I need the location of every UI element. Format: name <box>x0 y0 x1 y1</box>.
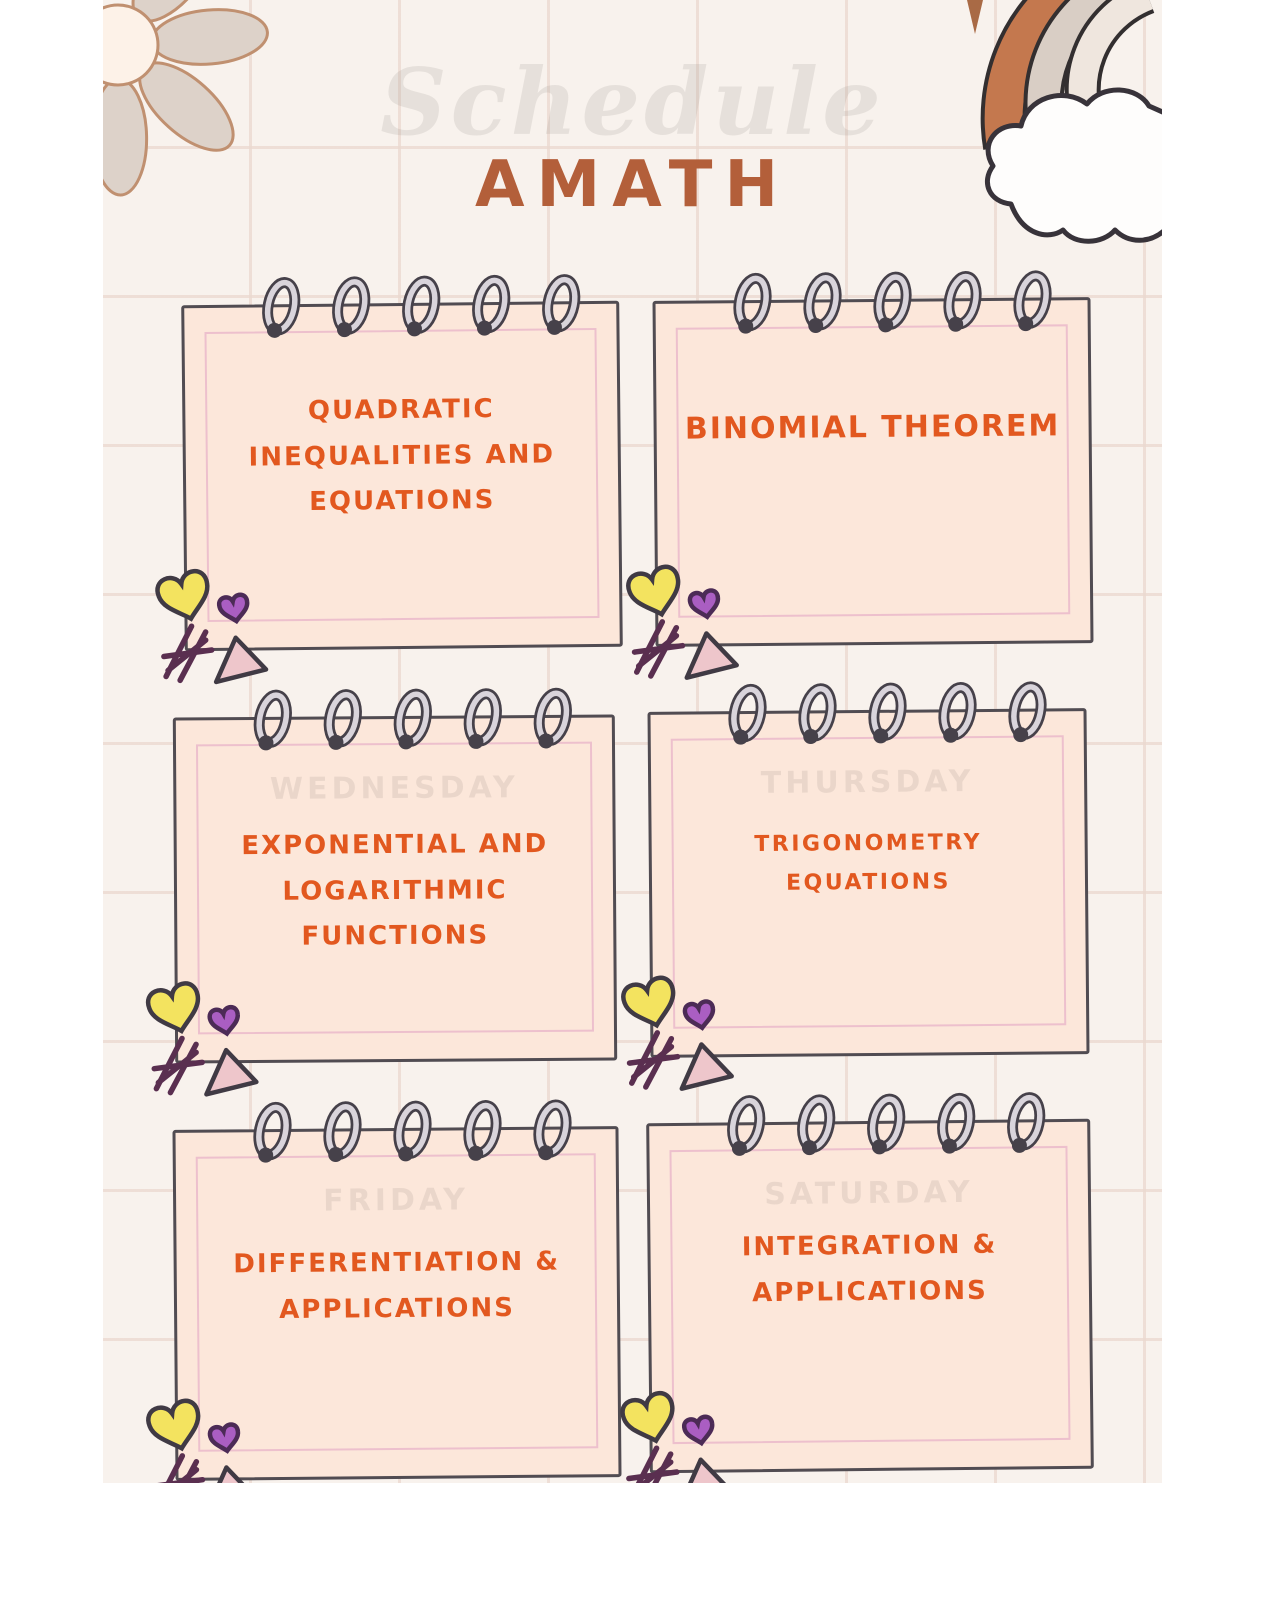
asterisk-doodle-icon <box>631 619 686 679</box>
cursor-triangle-icon <box>204 1465 259 1483</box>
topic-card: WEDNESDAY EXPONENTIAL AND LOGARITHMIC FU… <box>145 687 618 1097</box>
card-ghost-day: WEDNESDAY <box>269 770 519 807</box>
spiral-ring-icon <box>323 1101 362 1163</box>
page-title: AMATH <box>475 148 790 222</box>
spiral-ring-icon <box>463 1100 502 1161</box>
spiral-ring-icon <box>867 1093 906 1155</box>
yellow-heart-icon <box>626 564 681 618</box>
topic-card: BINOMIAL THEOREM <box>626 270 1094 680</box>
spiral-ring-icon <box>542 274 581 335</box>
spiral-ring-icon <box>402 275 441 337</box>
card-topic-label: INTEGRATION & APPLICATIONS <box>741 1229 998 1308</box>
spiral-ring-icon <box>253 1101 292 1163</box>
card-ghost-day: FRIDAY <box>323 1182 470 1219</box>
spiral-ring-icon <box>332 276 371 338</box>
yellow-heart-icon <box>155 568 210 622</box>
asterisk-doodle-icon <box>161 623 215 684</box>
spiral-ring-icon <box>533 1099 572 1161</box>
purple-heart-icon <box>681 1414 715 1447</box>
spiral-ring-icon <box>1013 270 1052 332</box>
card-topic-label: DIFFERENTIATION & APPLICATIONS <box>233 1246 561 1325</box>
card-topic-label: QUADRATIC INEQUALITIES AND EQUATIONS <box>248 394 556 517</box>
rainbow-icon <box>980 0 1162 244</box>
spiral-ring-icon <box>873 271 912 333</box>
flower-icon <box>103 0 269 197</box>
spiral-ring-icon <box>1008 681 1047 743</box>
spiral-ring-icon <box>937 1092 976 1154</box>
spiral-ring-icon <box>393 688 432 750</box>
card-ghost-day: SATURDAY <box>764 1174 974 1213</box>
asterisk-doodle-icon <box>151 1453 206 1483</box>
yellow-heart-icon <box>621 975 676 1029</box>
card-ghost-day <box>209 356 593 360</box>
corner-doodles <box>155 568 269 685</box>
card-topic-label: BINOMIAL THEOREM <box>684 408 1061 447</box>
purple-heart-icon <box>207 1422 241 1454</box>
spiral-ring-icon <box>253 689 292 751</box>
spiral-ring-icon <box>938 682 977 743</box>
card-ghost-day <box>680 352 1064 355</box>
corner-doodles <box>145 981 259 1097</box>
spiral-ring-icon <box>323 689 362 750</box>
yellow-heart-icon <box>620 1391 675 1444</box>
card-topic-label: TRIGONOMETRY EQUATIONS <box>754 830 983 896</box>
asterisk-doodle-icon <box>626 1445 680 1483</box>
topic-card: SATURDAY INTEGRATION & APPLICATIONS <box>620 1092 1094 1483</box>
spiral-ring-icon <box>533 687 572 749</box>
topic-card: FRIDAY DIFFERENTIATION & APPLICATIONS <box>146 1099 622 1483</box>
spiral-ring-icon <box>868 682 907 744</box>
spiral-ring-icon <box>733 272 772 334</box>
topic-card: THURSDAY TRIGONOMETRY EQUATIONS <box>621 681 1090 1091</box>
cursor-triangle-icon <box>684 631 739 680</box>
corner-doodles <box>626 564 739 680</box>
purple-heart-icon <box>687 588 721 620</box>
spiral-ring-icon <box>797 1094 836 1156</box>
orange-wedge-icon <box>967 0 983 34</box>
topic-card: QUADRATIC INEQUALITIES AND EQUATIONS <box>155 274 623 685</box>
cursor-triangle-icon <box>204 1047 259 1097</box>
yellow-heart-icon <box>145 981 201 1034</box>
spiral-ring-icon <box>943 271 982 332</box>
card-ghost-day: THURSDAY <box>760 764 975 801</box>
cloud-icon <box>985 87 1162 244</box>
spiral-ring-icon <box>262 277 301 338</box>
cursor-triangle-icon <box>678 1457 734 1483</box>
schedule-poster: Schedule AMATH QUADRATIC INEQUALITIES AN… <box>103 0 1162 1483</box>
corner-doodles <box>620 1391 734 1483</box>
flower-center <box>103 3 160 87</box>
spiral-ring-icon <box>472 274 511 336</box>
yellow-heart-icon <box>146 1398 201 1452</box>
spiral-ring-icon <box>728 683 767 745</box>
corner-doodles <box>621 975 734 1091</box>
card-topic-label: EXPONENTIAL AND LOGARITHMIC FUNCTIONS <box>241 828 549 952</box>
spiral-ring-icon <box>1007 1092 1046 1153</box>
cursor-triangle-icon <box>213 635 269 685</box>
spiral-ring-icon <box>803 272 842 333</box>
spiral-ring-icon <box>463 688 502 749</box>
asterisk-doodle-icon <box>626 1030 681 1090</box>
ghost-schedule-text: Schedule <box>380 48 885 156</box>
spiral-ring-icon <box>727 1095 766 1156</box>
corner-doodles <box>146 1398 259 1483</box>
spiral-ring-icon <box>798 683 837 744</box>
purple-heart-icon <box>216 592 250 625</box>
cursor-triangle-icon <box>679 1042 734 1091</box>
spiral-ring-icon <box>393 1100 432 1162</box>
asterisk-doodle-icon <box>151 1035 205 1096</box>
purple-heart-icon <box>207 1004 240 1037</box>
purple-heart-icon <box>682 999 716 1031</box>
